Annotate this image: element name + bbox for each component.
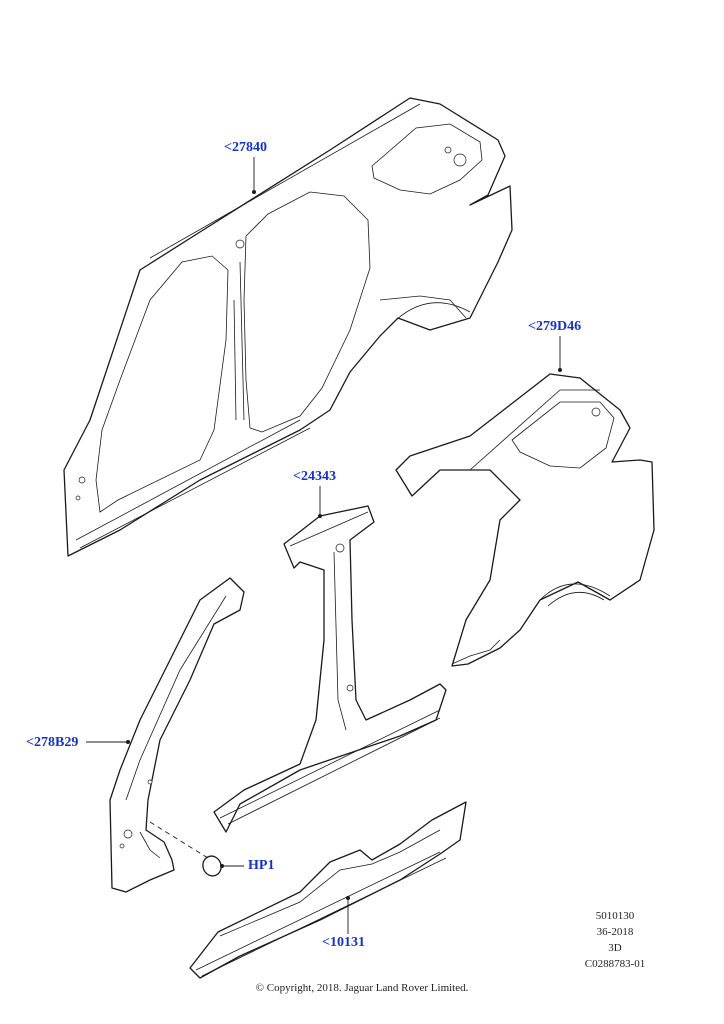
plug-hp1 <box>149 821 222 877</box>
reference-block: 5010130 36-2018 3D C0288783-01 <box>570 908 660 972</box>
copyright-notice: © Copyright, 2018. Jaguar Land Rover Lim… <box>255 982 469 994</box>
callout-a-pillar-reinforcement[interactable]: <278B29 <box>26 735 79 750</box>
rear-quarter-panel <box>395 373 655 667</box>
callout-b-pillar-reinforcement[interactable]: <24343 <box>293 469 336 484</box>
reference-line-3: 3D <box>608 942 622 954</box>
a-pillar-reinforcement <box>109 577 245 893</box>
leader-lines <box>86 157 562 934</box>
callout-rear-quarter-panel[interactable]: <279D46 <box>528 319 582 334</box>
body-side-outer-panel <box>63 97 513 557</box>
reference-line-2: 36-2018 <box>596 926 634 938</box>
reference-line-4: C0288783-01 <box>584 958 646 970</box>
sill-reinforcement <box>189 801 467 979</box>
callout-plug[interactable]: HP1 <box>248 858 275 873</box>
callout-sill-reinforcement[interactable]: <10131 <box>322 935 365 950</box>
b-pillar-reinforcement <box>213 505 447 833</box>
reference-line-1: 5010130 <box>595 910 635 922</box>
callout-side-panel-outer[interactable]: <27840 <box>224 140 267 155</box>
